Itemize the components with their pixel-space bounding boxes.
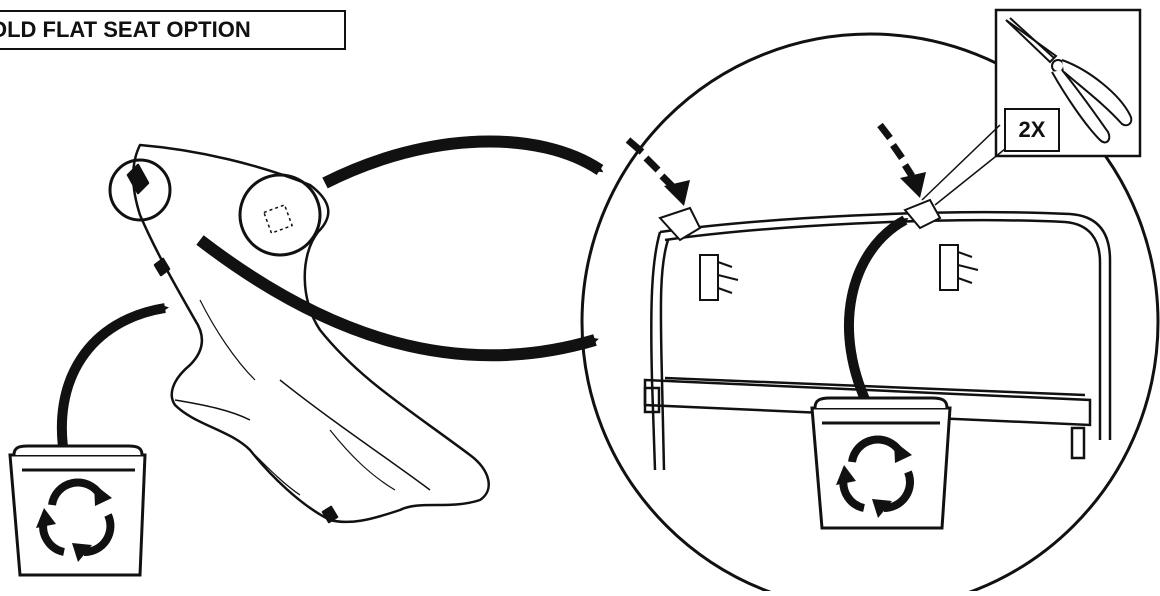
seat-back-part (128, 145, 489, 522)
arrow-left-recycle (62, 308, 165, 460)
arrow-top (325, 141, 600, 183)
section-title: OLD FLAT SEAT OPTION (0, 17, 251, 43)
quantity-box: 2X (1004, 108, 1060, 152)
quantity-label: 2X (1019, 117, 1046, 143)
section-title-box: OLD FLAT SEAT OPTION (0, 10, 346, 50)
